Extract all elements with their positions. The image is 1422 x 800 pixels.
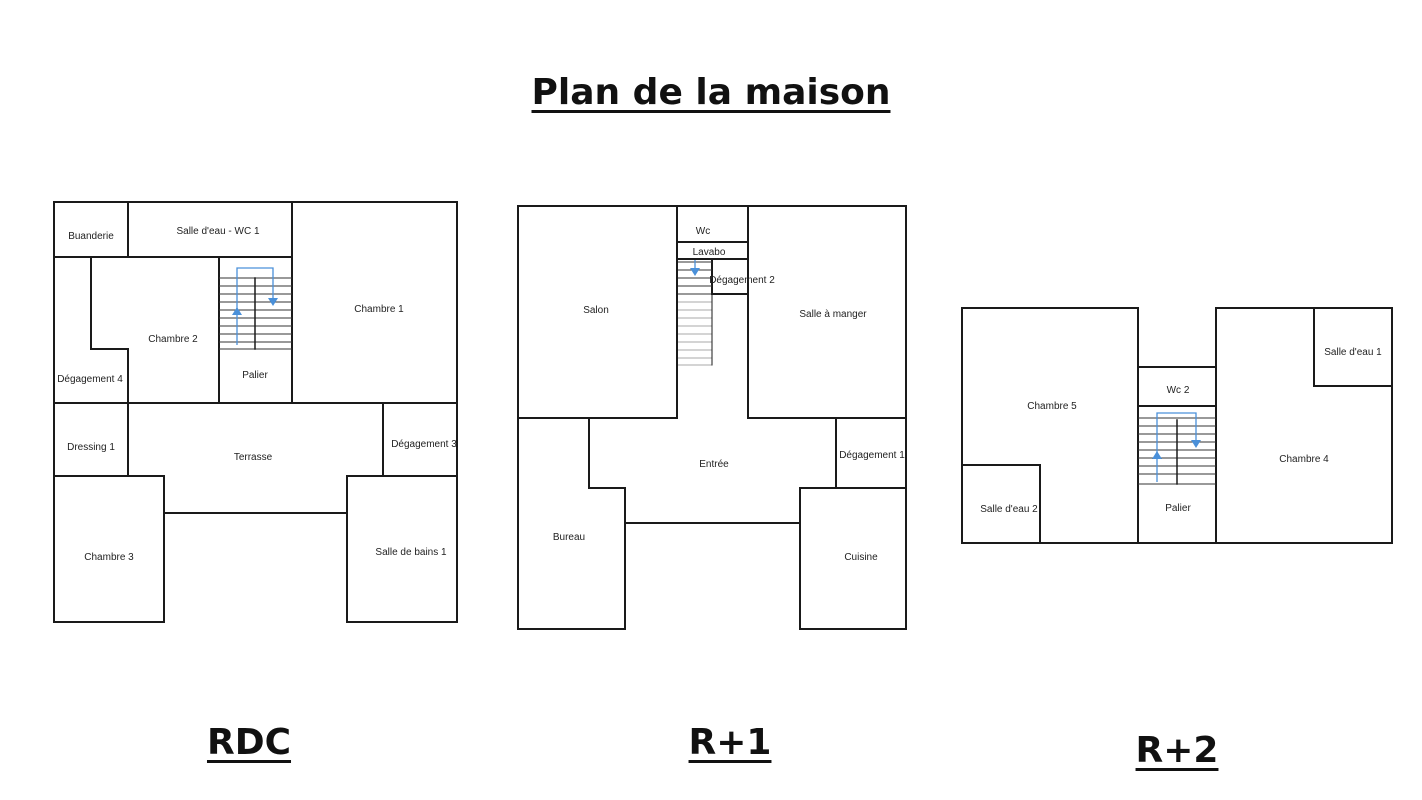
- floor-label-r2: R+2: [1135, 730, 1219, 771]
- floor-label-r1: R+1: [688, 722, 772, 763]
- room-label: Dégagement 3: [391, 439, 457, 450]
- room-label: Palier: [242, 370, 268, 381]
- room-label: Salon: [583, 305, 609, 316]
- room-label: Salle à manger: [799, 309, 867, 320]
- room-label: Chambre 1: [354, 304, 404, 315]
- room-label: Chambre 5: [1027, 401, 1077, 412]
- room-label: Terrasse: [234, 452, 273, 463]
- room-label: Salle de bains 1: [375, 547, 447, 558]
- floor-plan-r1: Salon Wc Lavabo Dégagement 2 Salle à man…: [517, 205, 907, 630]
- room-label: Chambre 2: [148, 334, 198, 345]
- staircase-rdc: [219, 267, 292, 350]
- room-label: Wc: [696, 226, 710, 237]
- room-label: Dégagement 2: [709, 275, 775, 286]
- room-label: Chambre 4: [1279, 454, 1329, 465]
- room-label: Dégagement 1: [839, 450, 905, 461]
- staircase-r2: [1138, 412, 1216, 485]
- room-label: Buanderie: [68, 231, 114, 242]
- room-label: Salle d'eau - WC 1: [176, 226, 259, 237]
- staircase-r1: [676, 258, 749, 419]
- floor-plan-r2: Chambre 5 Wc 2 Salle d'eau 1 Chambre 4 S…: [961, 307, 1393, 544]
- floor-label-rdc: RDC: [206, 722, 292, 763]
- room-label: Lavabo: [693, 247, 726, 258]
- room-label: Salle d'eau 2: [980, 504, 1038, 515]
- room-label: Entrée: [699, 459, 729, 470]
- room-label: Dressing 1: [67, 442, 115, 453]
- room-label: Salle d'eau 1: [1324, 347, 1382, 358]
- floor-plan-rdc: Buanderie Salle d'eau - WC 1 Chambre 1 C…: [53, 201, 458, 623]
- page-title: Plan de la maison: [531, 72, 891, 113]
- room-label: Dégagement 4: [57, 374, 123, 385]
- room-label: Chambre 3: [84, 552, 134, 563]
- room-label: Cuisine: [844, 552, 878, 563]
- room-label: Bureau: [553, 532, 585, 543]
- room-label: Wc 2: [1167, 385, 1190, 396]
- room-label: Palier: [1165, 503, 1191, 514]
